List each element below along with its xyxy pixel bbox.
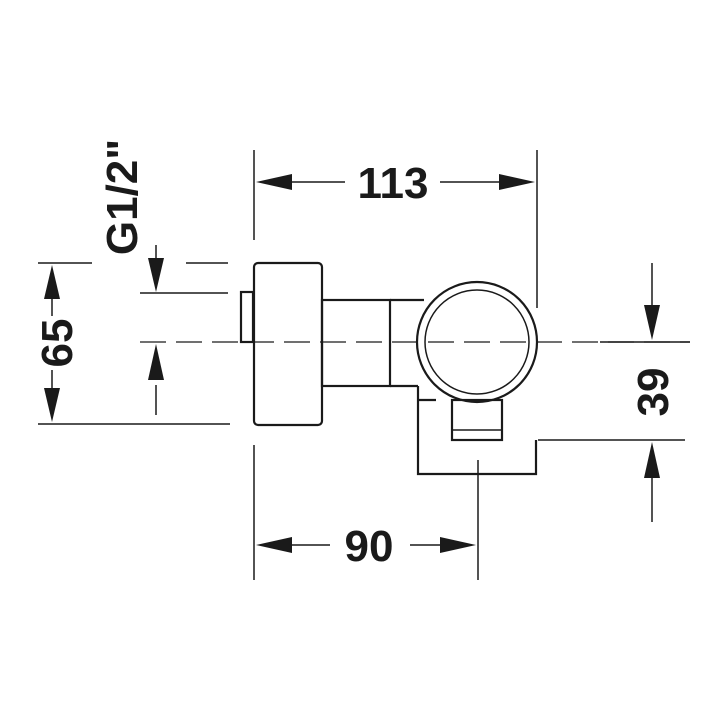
arrow-left: [256, 174, 292, 190]
left-housing: [252, 261, 324, 427]
dimension-label-65: 65: [33, 319, 82, 368]
arrow-left: [256, 537, 292, 553]
handle-inner-circle: [424, 289, 530, 395]
knob-stub: [239, 290, 255, 344]
arrow-up: [644, 442, 660, 478]
connecting-pipe: [320, 298, 392, 388]
valve-body: [239, 261, 539, 476]
arrow-right: [440, 537, 476, 553]
dimension-right-height: 39: [538, 263, 690, 522]
handle-outer-circle: [415, 280, 539, 404]
arrow-down: [148, 258, 164, 292]
arrow-down: [44, 388, 60, 422]
dimension-overall-width: 113: [253, 150, 538, 308]
arrow-up: [148, 344, 164, 380]
dimension-label-113: 113: [358, 159, 429, 208]
dimension-base-width: 90: [253, 445, 479, 580]
arrow-up: [44, 265, 60, 299]
dimension-label-90: 90: [345, 522, 394, 571]
arrow-down: [644, 305, 660, 340]
arrow-right: [499, 174, 535, 190]
dimension-label-thread: G1/2": [98, 139, 147, 255]
dimension-left-height: 65: [33, 262, 230, 425]
dimension-label-39: 39: [629, 368, 678, 417]
outlet-nozzle: [450, 398, 504, 442]
outlet-block: [416, 386, 538, 476]
dimension-thread: G1/2": [98, 139, 228, 415]
